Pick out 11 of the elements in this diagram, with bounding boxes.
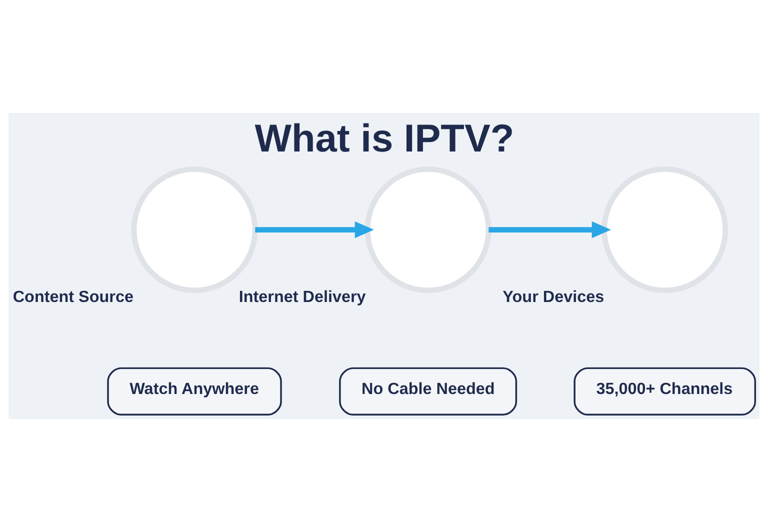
node-circle xyxy=(364,166,492,294)
diagram-title: What is IPTV? xyxy=(254,118,514,161)
node-box: No Cable Needed xyxy=(339,367,518,416)
node-circle xyxy=(602,166,728,294)
node-label: Your Devices xyxy=(502,288,604,306)
arrow xyxy=(255,221,374,238)
node-box: Watch Anywhere xyxy=(107,367,282,416)
node-label: Internet Delivery xyxy=(238,288,366,306)
node-box: 35,000+ Channels xyxy=(574,367,756,416)
node-label: Content Source xyxy=(12,288,134,306)
arrow xyxy=(488,221,612,238)
